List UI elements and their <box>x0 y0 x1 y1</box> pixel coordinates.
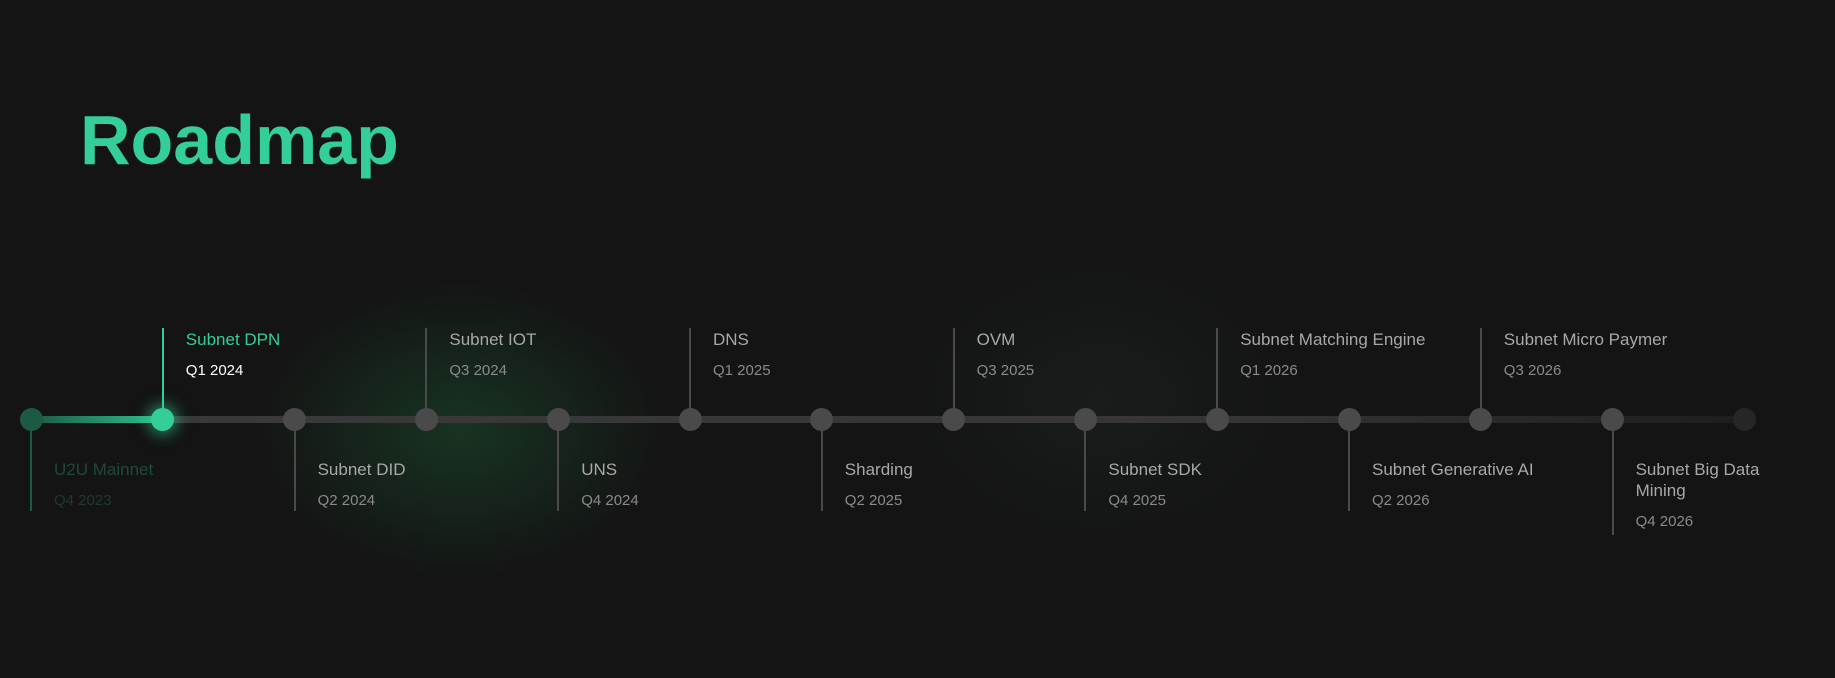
milestone[interactable]: Subnet DID Q2 2024 <box>318 459 406 511</box>
milestone-name: OVM <box>976 330 1016 349</box>
timeline-node[interactable] <box>414 408 438 431</box>
timeline-node[interactable] <box>1469 408 1493 431</box>
page-title: Roadmap <box>80 101 399 179</box>
milestone-date: Q3 2025 <box>976 362 1035 379</box>
timeline-stem <box>952 328 955 419</box>
milestone[interactable]: OVM Q3 2025 <box>977 329 1035 381</box>
milestone[interactable]: Subnet IOT Q3 2024 <box>449 329 536 381</box>
milestone-date: Q2 2026 <box>1372 492 1430 509</box>
milestone-date: Q4 2025 <box>1108 492 1166 509</box>
milestone[interactable]: U2U Mainnet Q4 2023 <box>54 459 153 511</box>
timeline-stem <box>557 419 560 511</box>
timeline-node[interactable] <box>283 408 307 431</box>
milestone-name: Subnet Generative AI <box>1372 460 1534 479</box>
milestone-name: Sharding <box>844 460 913 479</box>
milestone-date: Q1 2024 <box>185 362 244 379</box>
timeline-node-future <box>1732 408 1756 431</box>
timeline-progress <box>31 416 163 423</box>
timeline-node[interactable] <box>678 408 702 431</box>
milestone-date: Q3 2026 <box>1503 362 1562 379</box>
milestone-name: Subnet Micro Paymer <box>1503 330 1668 349</box>
timeline-stem <box>1216 328 1219 419</box>
timeline-stem <box>1479 328 1482 419</box>
timeline-node[interactable] <box>151 408 175 431</box>
timeline-stem <box>1084 419 1087 511</box>
milestone[interactable]: Subnet DPN Q1 2024 <box>186 329 281 381</box>
milestone-name: U2U Mainnet <box>54 460 154 479</box>
milestone-date: Q4 2026 <box>1635 513 1694 530</box>
timeline-stem <box>1348 419 1350 511</box>
timeline-node[interactable] <box>810 408 834 431</box>
timeline-node[interactable] <box>1601 408 1625 431</box>
timeline-node[interactable] <box>942 408 966 431</box>
milestone[interactable]: Sharding Q2 2025 <box>845 459 913 511</box>
milestone-name: DNS <box>713 330 749 349</box>
milestone-date: Q1 2025 <box>713 362 771 379</box>
timeline-stem <box>161 328 164 419</box>
milestone-name: Subnet Matching Engine <box>1240 330 1426 349</box>
timeline-node[interactable] <box>1073 408 1097 431</box>
milestone-date: Q4 2024 <box>581 492 639 509</box>
timeline-stem <box>1611 419 1614 535</box>
milestone-name: Subnet SDK <box>1108 460 1202 479</box>
timeline-node[interactable] <box>1205 408 1229 431</box>
milestone-name: Subnet DID <box>317 460 406 479</box>
timeline-stem <box>820 419 823 511</box>
milestone[interactable]: DNS Q1 2025 <box>713 329 771 381</box>
timeline-track <box>31 416 1745 423</box>
milestone-name: Subnet DPN <box>185 330 281 349</box>
milestone-name: Subnet Big Data Mining <box>1635 460 1760 500</box>
timeline-node[interactable] <box>19 408 43 431</box>
timeline-stem <box>425 328 428 419</box>
milestone-date: Q2 2025 <box>844 492 903 509</box>
milestone-date: Q2 2024 <box>317 492 376 509</box>
milestone-name: Subnet IOT <box>449 330 537 349</box>
milestone[interactable]: UNS Q4 2024 <box>581 459 639 511</box>
milestone-date: Q4 2023 <box>54 492 112 509</box>
milestone-date: Q1 2026 <box>1240 362 1298 379</box>
timeline-node[interactable] <box>546 408 570 431</box>
milestone-date: Q3 2024 <box>449 362 507 379</box>
milestone-name: UNS <box>581 460 618 479</box>
milestone[interactable]: Subnet Micro Paymer Q3 2026 <box>1504 329 1667 381</box>
milestone[interactable]: Subnet Big Data Mining Q4 2026 <box>1636 459 1786 532</box>
milestone[interactable]: Subnet Generative AI Q2 2026 <box>1372 459 1534 511</box>
timeline-node[interactable] <box>1337 408 1361 431</box>
timeline-stem <box>293 419 296 511</box>
milestone[interactable]: Subnet Matching Engine Q1 2026 <box>1240 329 1425 381</box>
milestone[interactable]: Subnet SDK Q4 2025 <box>1108 459 1202 511</box>
timeline-stem <box>689 328 691 419</box>
timeline-stem <box>30 419 32 511</box>
